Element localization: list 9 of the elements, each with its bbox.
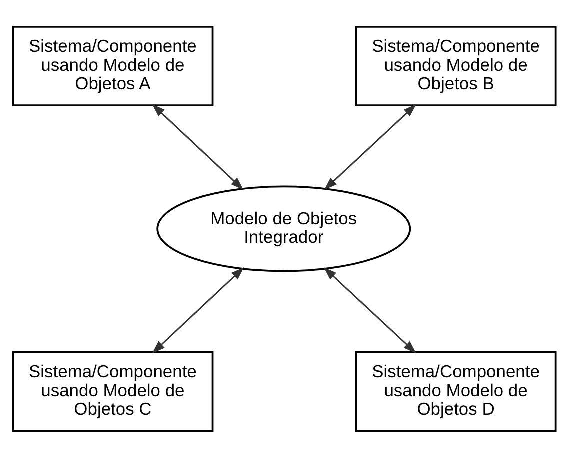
- arrow: [152, 104, 244, 190]
- arrow: [324, 267, 416, 354]
- node-box: Sistema/Componente usando Modelo de Objetos C: [12, 351, 214, 432]
- arrow: [324, 104, 416, 190]
- node-box: Sistema/Componente usando Modelo de Objetos B: [355, 26, 557, 107]
- node-box: Sistema/Componente usando Modelo de Objetos D: [355, 351, 557, 432]
- arrow: [152, 267, 244, 354]
- node-box: Sistema/Componente usando Modelo de Objetos A: [12, 26, 214, 107]
- node-ellipse: Modelo de Objetos Integrador: [156, 186, 412, 272]
